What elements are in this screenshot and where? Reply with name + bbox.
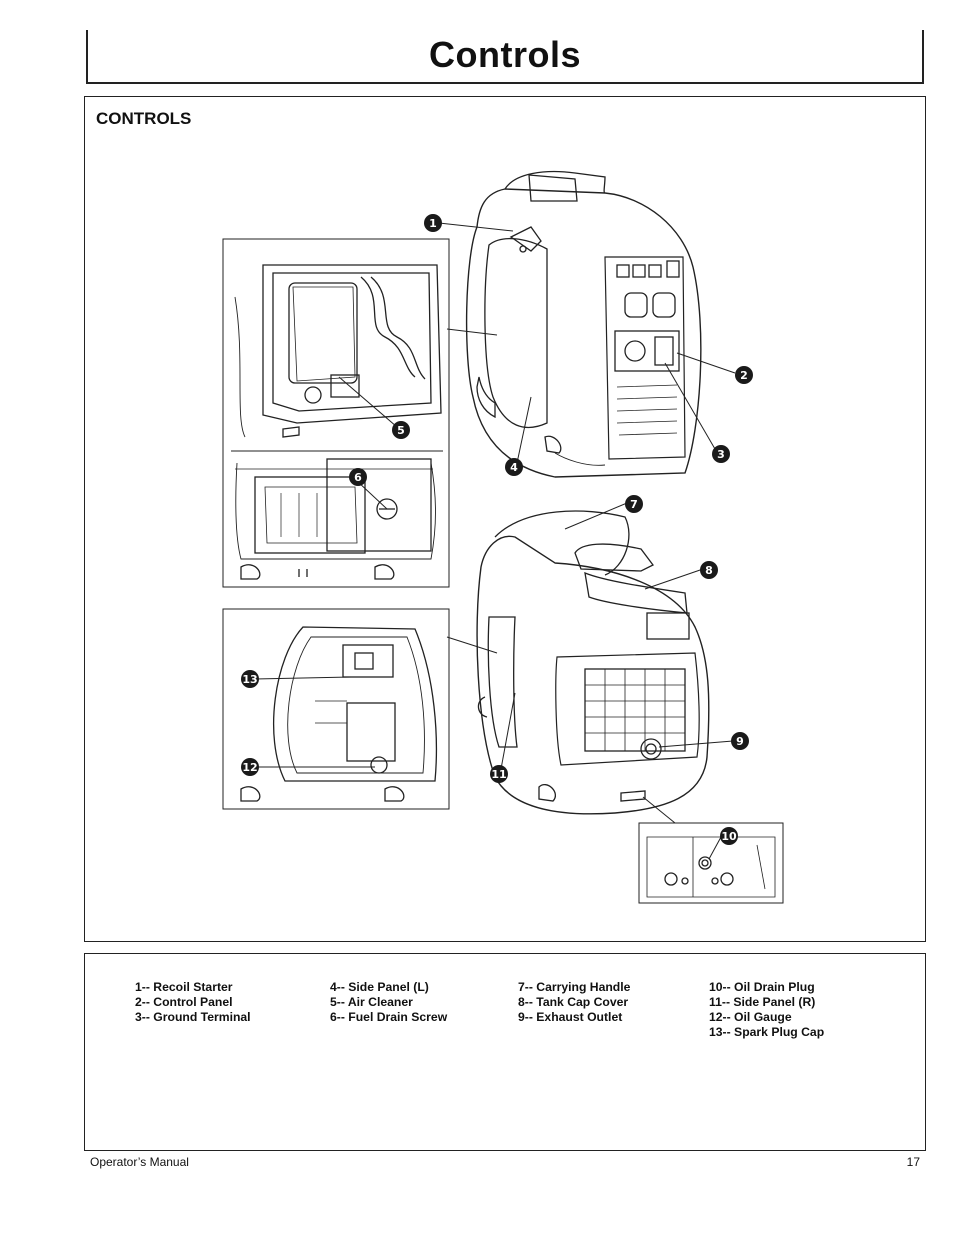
svg-text:12: 12 xyxy=(242,761,257,774)
legend-column-3: 7-- Carrying Handle 8-- Tank Cap Cover 9… xyxy=(518,980,630,1025)
inset-spark-plug-frame xyxy=(222,608,450,810)
legend-item: 8-- Tank Cap Cover xyxy=(518,995,629,1009)
figure-box: CONTROLS xyxy=(84,96,926,942)
right-generator-body xyxy=(476,535,710,815)
legend-item: 13-- Spark Plug Cap xyxy=(709,1025,825,1039)
svg-text:5: 5 xyxy=(397,424,405,437)
legend-item: 6-- Fuel Drain Screw xyxy=(330,1010,448,1024)
svg-text:13: 13 xyxy=(242,673,257,686)
callout-1: 1 xyxy=(424,214,442,232)
svg-text:8: 8 xyxy=(705,564,713,577)
inset-air-cleaner-frame xyxy=(222,238,450,588)
legend-item: 3-- Ground Terminal xyxy=(135,1010,251,1024)
svg-text:1: 1 xyxy=(429,217,437,230)
svg-text:11: 11 xyxy=(491,768,506,781)
generator-illustration: 1 2 3 4 5 6 7 8 9 10 11 12 13 xyxy=(222,170,784,904)
footer-manual-name: Operator’s Manual xyxy=(90,1155,189,1169)
svg-text:3: 3 xyxy=(717,448,725,461)
legend-item: 7-- Carrying Handle xyxy=(518,980,631,994)
svg-text:2: 2 xyxy=(740,369,748,382)
inset-oil-drain-frame xyxy=(638,822,784,904)
svg-text:7: 7 xyxy=(630,498,638,511)
legend-item: 10-- Oil Drain Plug xyxy=(709,980,815,994)
legend-column-2: 4-- Side Panel (L) 5-- Air Cleaner 6-- F… xyxy=(330,980,447,1025)
callout-5: 5 xyxy=(392,421,410,439)
svg-text:6: 6 xyxy=(354,471,362,484)
legend-item: 12-- Oil Gauge xyxy=(709,1010,792,1024)
legend-item: 2-- Control Panel xyxy=(135,995,233,1009)
callout-2: 2 xyxy=(735,366,753,384)
callout-7: 7 xyxy=(625,495,643,513)
legend-column-1: 1-- Recoil Starter 2-- Control Panel 3--… xyxy=(135,980,251,1025)
legend-item: 5-- Air Cleaner xyxy=(330,995,413,1009)
left-generator-body xyxy=(465,188,702,478)
svg-text:10: 10 xyxy=(721,830,737,843)
svg-text:9: 9 xyxy=(736,735,744,748)
legend-column-4: 10-- Oil Drain Plug 11-- Side Panel (R) … xyxy=(709,980,824,1040)
callout-9: 9 xyxy=(731,732,749,750)
page-number: 17 xyxy=(906,1155,920,1169)
legend-item: 4-- Side Panel (L) xyxy=(330,980,429,994)
callout-3: 3 xyxy=(712,445,730,463)
legend-item: 1-- Recoil Starter xyxy=(135,980,233,994)
callout-4: 4 xyxy=(505,458,523,476)
legend-item: 11-- Side Panel (R) xyxy=(709,995,816,1009)
legend-item: 9-- Exhaust Outlet xyxy=(518,1010,623,1024)
legend-box: 1-- Recoil Starter 2-- Control Panel 3--… xyxy=(84,953,926,1151)
callout-11: 11 xyxy=(490,765,508,783)
svg-text:4: 4 xyxy=(510,461,518,474)
section-heading: CONTROLS xyxy=(96,109,192,128)
callout-13: 13 xyxy=(241,670,259,688)
callout-10: 10 xyxy=(720,827,738,845)
title-box: Controls xyxy=(86,30,924,84)
page-title: Controls xyxy=(429,34,581,75)
callout-8: 8 xyxy=(700,561,718,579)
callout-12: 12 xyxy=(241,758,259,776)
callout-6: 6 xyxy=(349,468,367,486)
